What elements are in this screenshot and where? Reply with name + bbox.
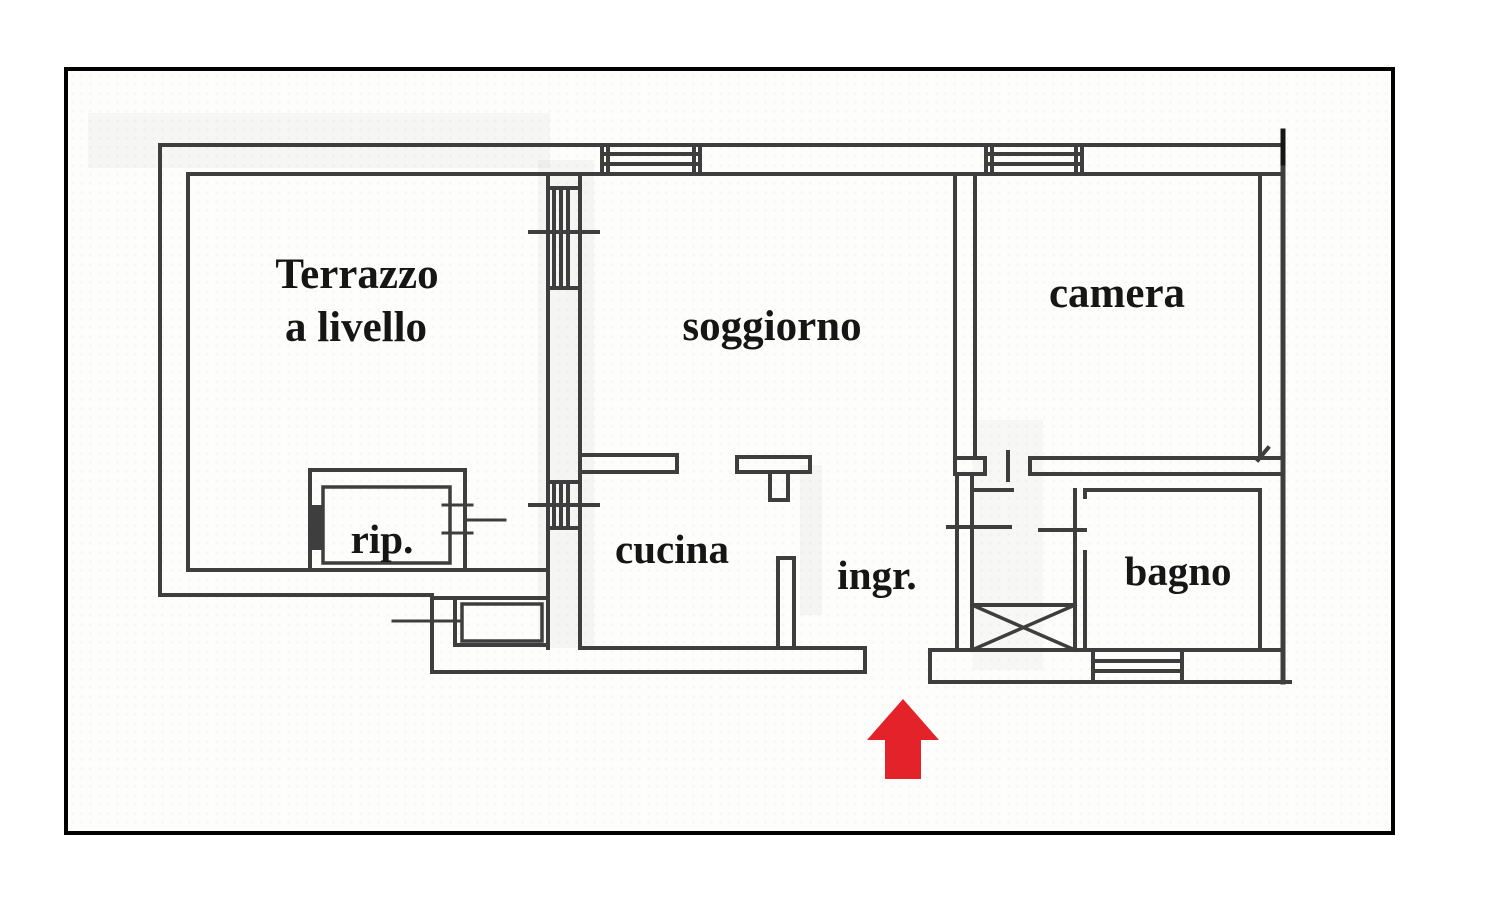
room-label-camera: camera (1049, 270, 1185, 317)
room-label-rip: rip. (351, 516, 414, 562)
wall-soggiorno-south (578, 453, 679, 474)
terrace-railing (158, 143, 1285, 597)
room-label-ingr: ingr. (837, 552, 916, 598)
shaft-x-cross-icon (969, 602, 1078, 653)
entrance-landing (391, 593, 550, 674)
room-label-cucina: cucina (615, 526, 729, 572)
scan-paper-background (68, 71, 1392, 832)
room-label-bagno: bagno (1124, 548, 1231, 594)
wall-bottom-cucina (430, 646, 867, 674)
window-terrace-lower-icon (528, 480, 600, 530)
rip-closet (308, 468, 507, 572)
wall-soggiorno-camera-divider (953, 172, 977, 476)
wall-t-partition (735, 455, 812, 502)
room-label-terrazzo-line2: a livello (285, 304, 427, 351)
window-terrace-upper-icon (528, 186, 600, 290)
window-soggiorno-icon (600, 143, 702, 176)
window-bagno-icon (1091, 648, 1184, 684)
wall-terrace-divider (546, 172, 582, 650)
wall-right-exterior (1255, 142, 1286, 685)
window-camera-icon (984, 143, 1084, 176)
shaft-box (946, 472, 1087, 652)
room-label-terrazzo-line1: Terrazzo (275, 251, 438, 298)
entrance-arrow-icon (867, 699, 939, 779)
page-frame (64, 67, 1395, 835)
room-label-soggiorno: soggiorno (682, 303, 861, 350)
wall-cucina-ingresso-stub (776, 556, 796, 650)
wall-bagno (1083, 488, 1262, 652)
